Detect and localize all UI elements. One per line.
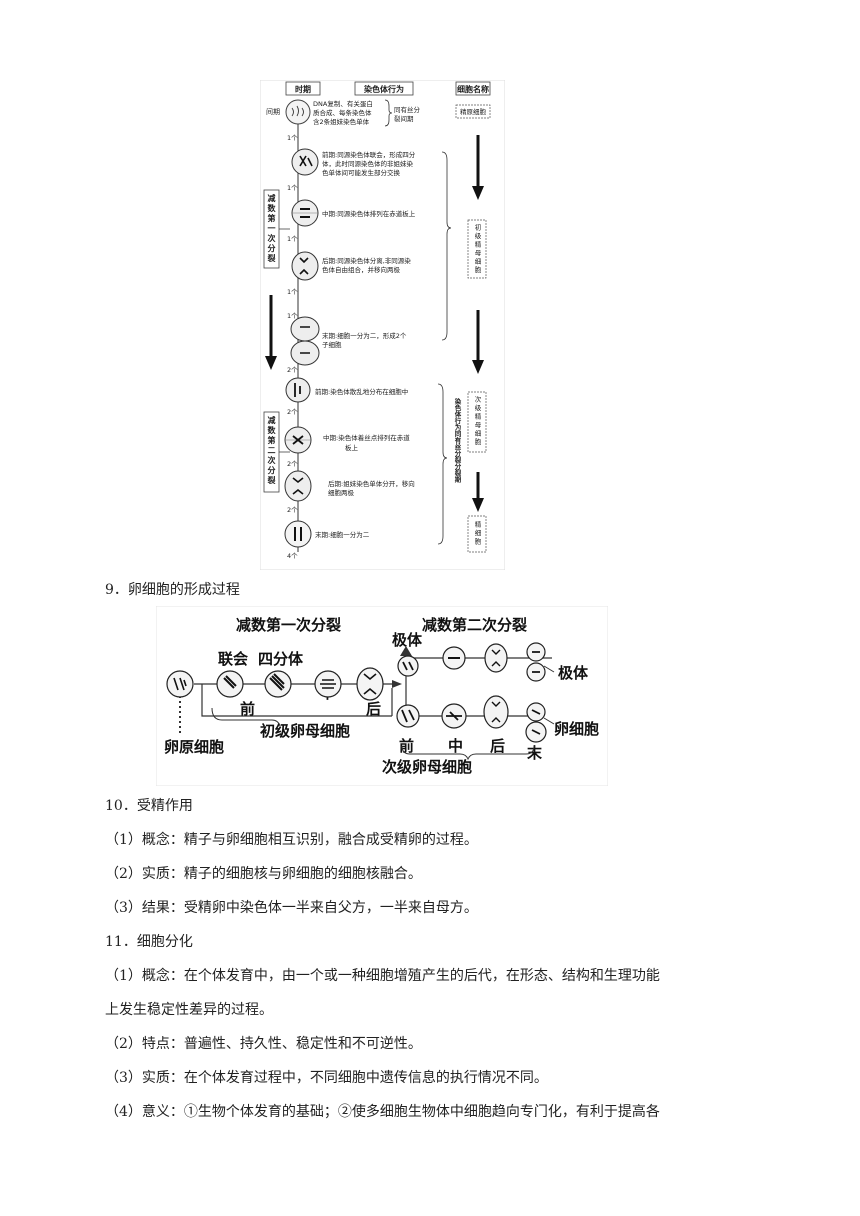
m1-metaphase-text: 中期:同源染色体排列在赤道板上 xyxy=(322,209,416,218)
meiosis2-brace-text: 染色体行为同有丝分裂分裂期 xyxy=(453,397,462,484)
oo-tetrad: 四分体 xyxy=(258,650,304,668)
m1-prophase-text-3: 色单体间可能发生部分交换 xyxy=(322,168,401,177)
oo-stage2-meta: 中 xyxy=(448,737,463,755)
oo-stage2-ana: 后 xyxy=(490,737,505,755)
meiosis1-prophase-cell xyxy=(291,148,319,176)
meiosis1-telophase-cell xyxy=(290,316,320,366)
oo-oogonium-cell xyxy=(166,670,194,698)
m1-anaphase-text-2: 色体自由组合，并移向两极 xyxy=(322,265,401,274)
meiosis1-anaphase-cell xyxy=(291,251,319,281)
m2-telophase-text: 末期:细胞一分为二 xyxy=(315,530,370,539)
interphase-text-1: DNA复制、有关蛋白 xyxy=(313,99,373,108)
oo-secondary-metaphase-cell xyxy=(441,703,467,729)
cell-name-spermatid: 精细胞 xyxy=(473,520,481,547)
count-9: 2个 xyxy=(287,506,298,514)
oo-polar-anaphase-cell xyxy=(484,643,508,673)
oo-polar-body-top: 极体 xyxy=(392,631,423,649)
m2-anaphase-text-1: 后期:姐妹染色单体分开，移向 xyxy=(328,479,415,488)
header-period: 时期 xyxy=(295,84,311,94)
header-cell-name: 细胞名称 xyxy=(457,84,489,94)
meiosis2-prophase-cell xyxy=(285,377,311,403)
section11-item-concept: （1）概念：在个体发育中，由一个或一种细胞增殖产生的后代，在形态、结构和生理功能 xyxy=(105,968,660,984)
m1-anaphase-text-1: 后期:同源染色体分离,非同源染 xyxy=(322,256,411,265)
count-8: 2个 xyxy=(287,460,298,468)
meiosis2-anaphase-cell xyxy=(284,470,312,502)
section11-item-significance: （4）意义：①生物个体发育的基础；②使多细胞生物体中细胞趋向专门化，有利于提高各 xyxy=(105,1104,660,1120)
oogenesis-figure: 减数第一次分裂 减数第二次分裂 联会 四分体 极体 极体 卵细胞 卵原细胞 初级… xyxy=(156,606,608,786)
oo-stage2-pro: 前 xyxy=(399,737,414,755)
section10-heading: 10．受精作用 xyxy=(105,798,193,814)
header-chromosome-behavior: 染色体行为 xyxy=(363,84,404,94)
oo-metaphase1-cell xyxy=(314,670,342,698)
oo-end: 末 xyxy=(527,744,543,762)
count-1: 1个 xyxy=(287,134,298,142)
m1-prophase-text-2: 体，此时同源染色体的非姐妹染 xyxy=(322,159,414,168)
cell-name-primary-spermatocyte: 初级精母细胞 xyxy=(473,223,481,275)
section10-item-essence: （2）实质：精子的细胞核与卵细胞的细胞核融合。 xyxy=(105,866,422,882)
oo-egg-cell: 卵细胞 xyxy=(554,720,599,738)
count-6: 2个 xyxy=(287,366,298,374)
count-4: 1个 xyxy=(287,288,298,296)
cell-name-secondary-spermatocyte: 次级精母细胞 xyxy=(473,395,481,447)
oo-stage1-ana: 后 xyxy=(366,700,381,718)
oo-polar-body-right: 极体 xyxy=(558,664,589,682)
oo-title-meiosis1: 减数第一次分裂 xyxy=(236,616,341,634)
spermatogenesis-figure: 时期 染色体行为 细胞名称 间期 DNA复制、有关蛋白 质合成、每条染色体 含2… xyxy=(260,80,505,570)
oo-tetrad-cell xyxy=(264,670,292,698)
section11-item-features: （2）特点：普遍性、持久性、稳定性和不可逆性。 xyxy=(105,1036,422,1052)
oo-synapsis: 联会 xyxy=(218,650,248,668)
m2-metaphase-text-1: 中期:染色体着丝点排列在赤道 xyxy=(323,433,410,442)
count-10: 4个 xyxy=(287,552,298,560)
interphase-label: 间期 xyxy=(266,108,280,116)
oo-secondary-anaphase-cell xyxy=(483,695,509,729)
m1-telophase-text-1: 末期:细胞一分为二，形成2个 xyxy=(322,331,407,340)
interphase-text-3: 含2条姐妹染色单体 xyxy=(313,117,370,126)
interphase-text-2: 质合成、每条染色体 xyxy=(313,108,372,117)
oo-polar-bodies-cell xyxy=(526,642,546,682)
m1-telophase-text-2: 子细胞 xyxy=(322,340,342,349)
m2-metaphase-text-2: 板上 xyxy=(345,443,359,452)
meiosis2-metaphase-cell xyxy=(284,426,312,454)
oo-synapsis-cell xyxy=(216,670,244,698)
oo-oogonium: 卵原细胞 xyxy=(164,738,224,756)
meiosis1-side-label: 减数第一次分裂 xyxy=(266,193,276,264)
count-7: 2个 xyxy=(287,408,298,416)
interphase-brace-1: 同有丝分 xyxy=(394,105,421,114)
oo-stage1-pro: 前 xyxy=(240,700,255,718)
count-5: 1个 xyxy=(287,312,298,320)
oo-anaphase1-cell xyxy=(356,667,384,701)
oo-secondary-prophase-cell xyxy=(396,704,420,728)
cell-name-spermatogonium: 精原细胞 xyxy=(460,107,487,116)
meiosis2-side-label: 减数第二次分裂 xyxy=(266,415,276,486)
section10-item-concept: （1）概念：精子与卵细胞相互识别，融合成受精卵的过程。 xyxy=(105,832,478,848)
count-3: 1个 xyxy=(287,235,298,243)
oo-primary-oocyte: 初级卵母细胞 xyxy=(260,722,350,740)
m2-anaphase-text-2: 细胞两极 xyxy=(328,488,355,497)
section10-item-result: （3）结果：受精卵中染色体一半来自父方，一半来自母方。 xyxy=(105,900,478,916)
oo-egg-cells xyxy=(525,702,547,743)
m1-prophase-text-1: 前期:同源染色体联会，形成四分 xyxy=(322,150,416,159)
interphase-brace-2: 裂间期 xyxy=(394,114,414,123)
oo-title-meiosis2: 减数第二次分裂 xyxy=(422,616,527,634)
section9-heading: 9．卵细胞的形成过程 xyxy=(105,582,240,598)
interphase-cell xyxy=(285,99,311,125)
oo-polar-body-cell xyxy=(397,655,419,677)
oo-polar-metaphase-cell xyxy=(442,646,466,670)
m2-prophase-text: 前期:染色体散乱地分布在细胞中 xyxy=(315,387,408,396)
meiosis2-telophase-cell xyxy=(284,520,312,548)
section11-item-essence: （3）实质：在个体发育过程中，不同细胞中遗传信息的执行情况不同。 xyxy=(105,1070,548,1086)
count-2: 1个 xyxy=(287,184,298,192)
oo-secondary-oocyte: 次级卵母细胞 xyxy=(382,758,472,776)
section11-item-concept-cont: 上发生稳定性差异的过程。 xyxy=(105,1002,273,1018)
meiosis1-metaphase-cell xyxy=(291,199,319,227)
section11-heading: 11．细胞分化 xyxy=(105,934,193,950)
